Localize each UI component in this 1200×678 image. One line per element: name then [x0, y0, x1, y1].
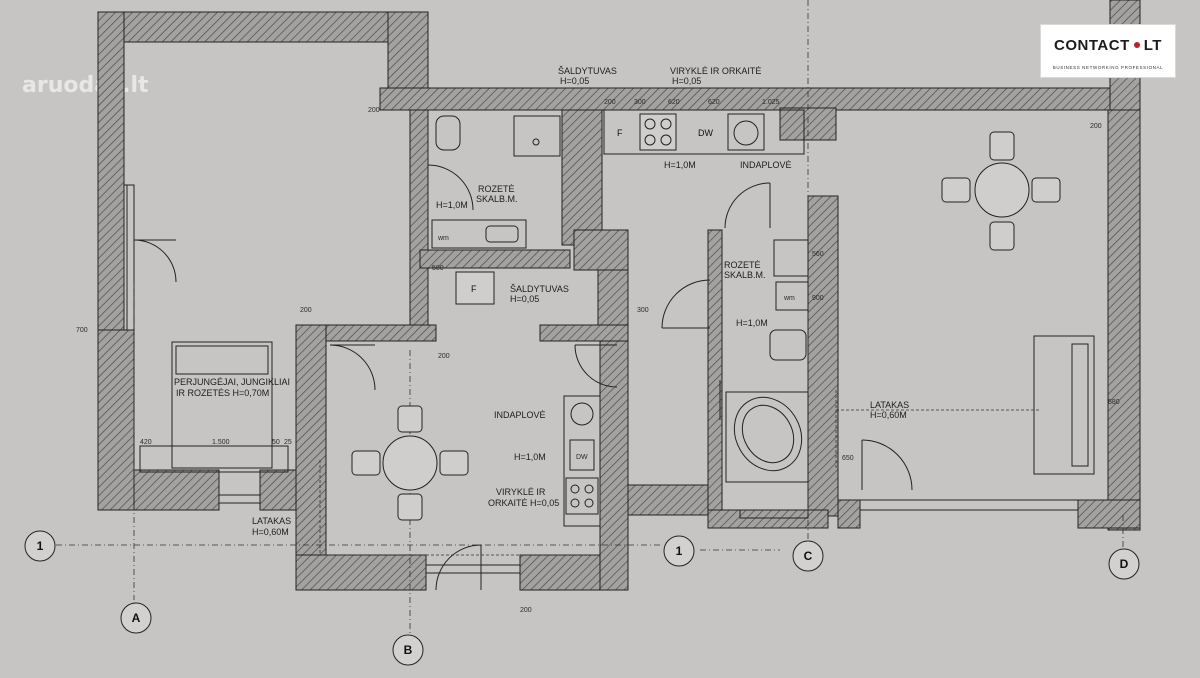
- svg-text:300: 300: [634, 99, 646, 106]
- svg-text:ROZETĖ: ROZETĖ: [478, 184, 515, 194]
- svg-text:SKALB.M.: SKALB.M.: [724, 270, 766, 280]
- fixtures: [139, 109, 1095, 527]
- svg-text:50: 50: [272, 439, 280, 446]
- svg-text:H=1,0M: H=1,0M: [436, 200, 468, 210]
- svg-text:VIRYKLĖ IR: VIRYKLĖ IR: [496, 487, 546, 497]
- contact-lt-logo: CONTACT LT BUSINESS NETWORKING PROFESSION…: [1040, 24, 1176, 78]
- grid-axis-d: D: [1108, 548, 1140, 580]
- logo-tagline: BUSINESS NETWORKING PROFESSIONAL: [1052, 65, 1164, 70]
- svg-text:560: 560: [812, 251, 824, 258]
- svg-text:LATAKAS: LATAKAS: [870, 400, 909, 410]
- svg-text:ŠALDYTUVAS: ŠALDYTUVAS: [510, 284, 569, 294]
- svg-text:INDAPLOVĖ: INDAPLOVĖ: [740, 160, 792, 170]
- svg-text:INDAPLOVĖ: INDAPLOVĖ: [494, 410, 546, 420]
- logo-dot-icon: [1133, 41, 1140, 48]
- svg-text:H=1,0M: H=1,0M: [664, 160, 696, 170]
- fridge-letter-mid: F: [471, 284, 477, 294]
- svg-text:900: 900: [812, 295, 824, 302]
- svg-text:420: 420: [140, 439, 152, 446]
- svg-text:1.025: 1.025: [762, 99, 780, 106]
- svg-text:H=1,0M: H=1,0M: [514, 452, 546, 462]
- svg-text:H=0,05: H=0,05: [560, 76, 589, 86]
- svg-text:200: 200: [368, 107, 380, 114]
- svg-text:IR ROZETĖS H=0,70M: IR ROZETĖS H=0,70M: [176, 388, 269, 398]
- grid-axis-1-left: 1: [24, 530, 56, 562]
- svg-text:A: A: [132, 611, 141, 625]
- svg-text:PERJUNGĖJAI, JUNGIKLIAI: PERJUNGĖJAI, JUNGIKLIAI: [174, 377, 290, 387]
- svg-text:C: C: [804, 549, 813, 563]
- svg-text:25: 25: [284, 439, 292, 446]
- svg-text:200: 200: [604, 99, 616, 106]
- walls: [97, 0, 1141, 591]
- svg-text:ORKAITĖ H=0,05: ORKAITĖ H=0,05: [488, 498, 559, 508]
- svg-text:650: 650: [842, 455, 854, 462]
- svg-text:620: 620: [708, 99, 720, 106]
- wm-letter-bath1: wm: [437, 235, 449, 242]
- svg-text:VIRYKLĖ IR ORKAITĖ: VIRYKLĖ IR ORKAITĖ: [670, 66, 761, 76]
- dimension-numbers: 200 300 620 620 1.025 200 300 200 200 42…: [76, 99, 1120, 614]
- svg-text:H=1,0M: H=1,0M: [736, 318, 768, 328]
- dining-table-left: [351, 405, 469, 521]
- svg-text:H=0,60M: H=0,60M: [252, 527, 289, 537]
- svg-text:SKALB.M.: SKALB.M.: [476, 194, 518, 204]
- svg-text:200: 200: [520, 607, 532, 614]
- svg-text:H=0,05: H=0,05: [672, 76, 701, 86]
- grid-axis-b: B: [392, 634, 424, 666]
- svg-text:200: 200: [1090, 123, 1102, 130]
- grid-axis-c: C: [792, 540, 824, 572]
- svg-text:ŠALDYTUVAS: ŠALDYTUVAS: [558, 66, 617, 76]
- logo-name-left: CONTACT: [1054, 37, 1130, 54]
- svg-text:LATAKAS: LATAKAS: [252, 516, 291, 526]
- svg-text:200: 200: [300, 307, 312, 314]
- svg-text:ROZETĖ: ROZETĖ: [724, 260, 761, 270]
- svg-text:1: 1: [676, 544, 683, 558]
- svg-text:500: 500: [432, 265, 444, 272]
- annotation-labels: ŠALDYTUVAS H=0,05 VIRYKLĖ IR ORKAITĖ H=0…: [174, 66, 909, 537]
- fridge-letter-top: F: [617, 128, 623, 138]
- svg-text:1.500: 1.500: [212, 439, 230, 446]
- grid-axis-a: A: [120, 602, 152, 634]
- svg-text:D: D: [1120, 557, 1129, 571]
- grid-axis-1-right: 1: [663, 535, 695, 567]
- svg-text:200: 200: [438, 353, 450, 360]
- svg-text:B: B: [404, 643, 413, 657]
- watermark: aruodas.lt: [22, 73, 149, 98]
- dishwasher-letter-mid: DW: [576, 454, 588, 461]
- utility-lines: [319, 390, 1040, 556]
- svg-text:H=0,05: H=0,05: [510, 294, 539, 304]
- svg-text:700: 700: [76, 327, 88, 334]
- svg-text:580: 580: [1108, 399, 1120, 406]
- logo-name-right: LT: [1143, 37, 1162, 54]
- logo-wordmark: CONTACT LT: [1041, 37, 1175, 54]
- dishwasher-letter-top: DW: [698, 128, 713, 138]
- svg-text:1: 1: [37, 539, 44, 553]
- dining-table-right: [941, 131, 1061, 251]
- wm-letter-bath2: wm: [783, 295, 795, 302]
- svg-text:H=0,60M: H=0,60M: [870, 410, 907, 420]
- doors: [133, 164, 913, 591]
- svg-text:300: 300: [637, 307, 649, 314]
- svg-text:620: 620: [668, 99, 680, 106]
